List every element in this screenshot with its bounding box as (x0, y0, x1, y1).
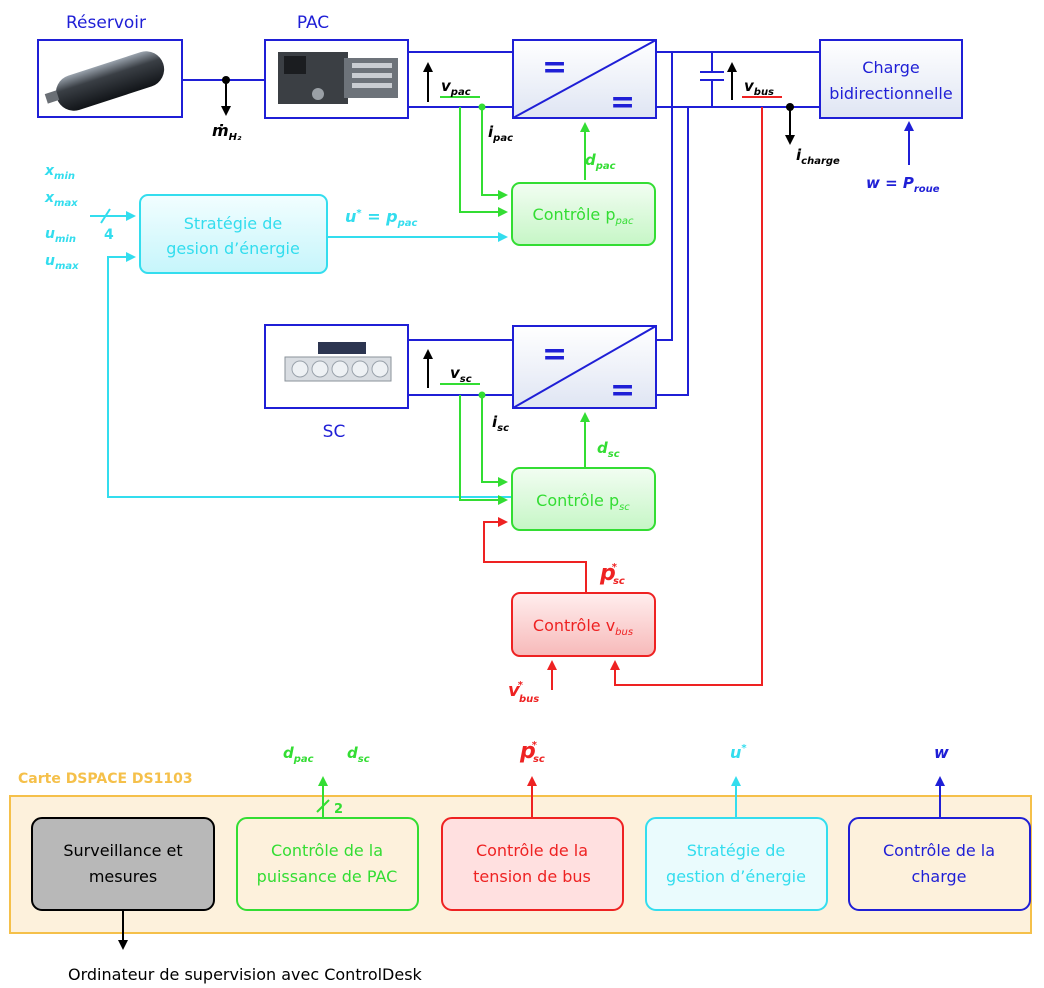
p-sc-ref-line (483, 517, 587, 592)
ctrl-psc-block: Contrôle psc (511, 467, 656, 531)
strategy-block: Stratégie de gesion d’énergie (139, 194, 328, 274)
soc-feedback (107, 252, 586, 498)
v-bus-label: vbus (744, 77, 774, 98)
dc-symbol-sc-in: = (542, 337, 567, 372)
charge-label-2: bidirectionnelle (829, 84, 952, 103)
ctrl-ppac-label: Contrôle ppac (533, 205, 634, 227)
i-charge-label: icharge (796, 146, 840, 167)
bus-link-bottom (656, 107, 689, 396)
dc-symbol-out: = (610, 85, 635, 120)
i-pac-feedback (481, 107, 508, 200)
w-label: w = Proue (866, 174, 940, 195)
ctrl-vbus-block: Contrôle vbus (511, 592, 656, 657)
dspace-title: Carte DSPACE DS1103 (18, 771, 193, 787)
x-max-label: xmax (44, 190, 78, 209)
tension-label-2: tension de bus (473, 867, 591, 886)
dc-symbol-in: = (542, 50, 567, 85)
reservoir-label: Réservoir (66, 13, 146, 33)
i-pac-label: ipac (488, 123, 513, 144)
module-tension-bus: Contrôle de la tension de bus (441, 817, 624, 911)
bus-link-top (656, 52, 673, 341)
out-d-slash (316, 799, 330, 813)
charge-module-label-1: Contrôle de la (883, 841, 995, 860)
ctrl-psc-label: Contrôle psc (536, 491, 630, 513)
out-psc-label: p*sc (519, 739, 545, 765)
module-surveillance: Surveillance et mesures (31, 817, 215, 911)
charge-label-1: Charge (862, 58, 919, 77)
module-charge: Contrôle de la charge (848, 817, 1031, 911)
charge-block: Charge bidirectionnelle (819, 39, 963, 119)
v-pac-feedback (459, 107, 508, 217)
fuel-cell-block (264, 39, 409, 119)
tension-label-1: Contrôle de la (476, 841, 588, 860)
sc-label: SC (323, 422, 346, 442)
d-pac-label: dpac (585, 151, 616, 172)
u-min-label: umin (45, 226, 76, 245)
d-sc-label: dsc (597, 439, 620, 460)
v-pac-label: vpac (441, 77, 471, 98)
reservoir-block (37, 39, 183, 118)
v-bus-feedback (610, 107, 763, 686)
x-min-label: xmin (44, 163, 75, 182)
v-bus-ref-label: v*bus (508, 680, 539, 705)
u-max-label: umax (45, 253, 79, 272)
strategy-label-1: Stratégie de (184, 214, 282, 233)
ctrl-vbus-label: Contrôle vbus (533, 616, 633, 638)
module-puissance-pac: Contrôle de la puissance de PAC (236, 817, 419, 911)
h2-flow-label: ṁH₂ (212, 121, 242, 143)
fuel-cell-icon (278, 52, 398, 104)
dc-symbol-sc-out: = (610, 373, 635, 408)
ctrl-ppac-block: Contrôle ppac (511, 182, 656, 246)
surveillance-label-1: Surveillance et (63, 841, 182, 860)
puissance-label-2: puissance de PAC (257, 867, 398, 886)
supervision-label: Ordinateur de supervision avec ControlDe… (68, 965, 423, 984)
out-dsc-label: dsc (347, 744, 370, 765)
v-sc-label: vsc (450, 364, 472, 385)
out-d-width: 2 (334, 802, 343, 817)
puissance-label-1: Contrôle de la (271, 841, 383, 860)
i-sc-label: isc (492, 413, 509, 434)
out-u-label: u* (730, 743, 747, 762)
hydrogen-tank-icon (44, 51, 165, 111)
charge-module-label-2: charge (911, 867, 966, 886)
out-dpac-label: dpac (283, 744, 314, 765)
p-sc-ref-label: p*sc (599, 561, 625, 587)
pac-label: PAC (297, 13, 329, 33)
v-sc-feedback (459, 395, 508, 505)
gestion-label-1: Stratégie de (687, 841, 785, 860)
out-w-label: w (934, 743, 949, 762)
converter-pac: = = (512, 39, 657, 120)
sc-block (264, 324, 409, 409)
surveillance-label-2: mesures (89, 867, 157, 886)
bus-width-label: 4 (104, 227, 114, 243)
gestion-label-2: gestion d’énergie (666, 867, 806, 886)
module-gestion-energie: Stratégie de gestion d’énergie (645, 817, 828, 911)
u-ref-label: u* = ppac (345, 207, 418, 229)
i-sc-feedback (481, 395, 508, 487)
supercapacitor-icon (284, 342, 392, 382)
bus-slash (100, 208, 111, 224)
strategy-label-2: gesion d’énergie (166, 239, 300, 258)
bus-capacitor (700, 52, 724, 107)
converter-sc: = = (512, 325, 657, 409)
